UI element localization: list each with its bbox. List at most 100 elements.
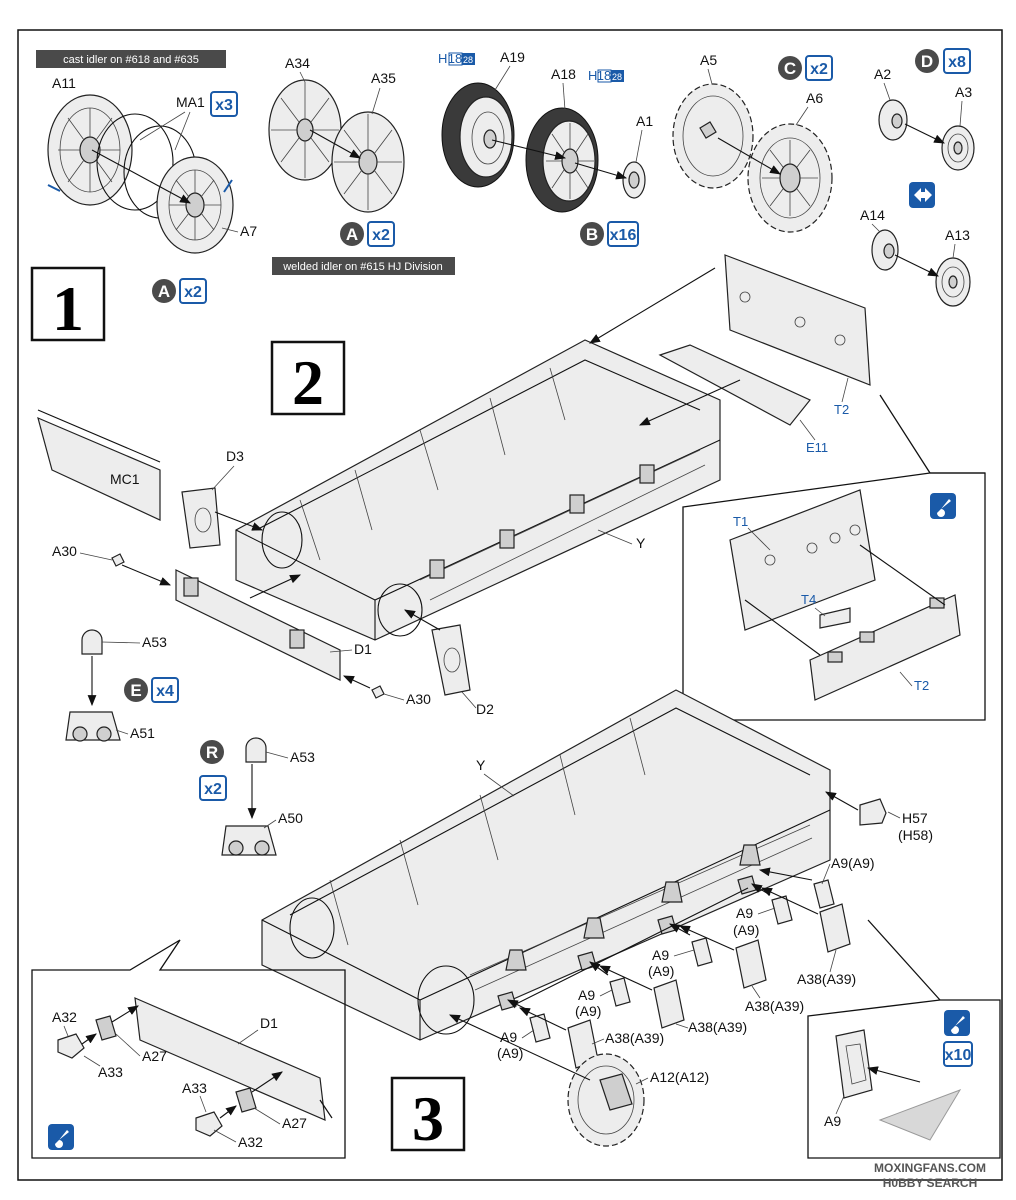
step-1-box: 1 — [30, 266, 106, 344]
part-a51 — [65, 711, 121, 742]
svg-text:x2: x2 — [810, 61, 828, 78]
label-a9-3a: A9 — [652, 947, 669, 963]
qty-a-cast: x2 — [179, 278, 207, 304]
label-a9-3b: (A9) — [648, 963, 674, 979]
label-a2: A2 — [874, 66, 891, 82]
part-a9-set — [529, 879, 835, 1043]
label-h57: H57 — [902, 810, 928, 826]
qty-r: x2 — [199, 775, 227, 801]
circle-a-cast: A — [152, 279, 176, 303]
part-d2 — [431, 624, 471, 696]
svg-text:18: 18 — [448, 51, 462, 66]
label-a9-5b: (A9) — [497, 1045, 523, 1061]
label-y-step3: Y — [476, 757, 486, 773]
label-a27-top: A27 — [142, 1048, 167, 1064]
label-a32-bottom: A32 — [238, 1134, 263, 1150]
detail-inset-step3-left — [31, 939, 346, 1159]
qty-c: x2 — [805, 55, 833, 81]
svg-text:3: 3 — [412, 1083, 444, 1154]
label-a38-4: A38(A39) — [605, 1030, 664, 1046]
label-ma1: MA1 — [176, 94, 205, 110]
svg-text:H0BBY SEARCH: H0BBY SEARCH — [883, 1176, 977, 1190]
welded-idler-assembly — [268, 79, 405, 213]
cast-idler-assembly — [47, 94, 234, 254]
part-t2-main — [724, 254, 871, 386]
label-a38-1: A38(A39) — [797, 971, 856, 987]
suspension-arms — [497, 844, 761, 1011]
label-a12: A12(A12) — [650, 1069, 709, 1085]
part-d3 — [181, 487, 221, 549]
svg-text:H: H — [438, 51, 447, 66]
svg-text:x2: x2 — [372, 227, 390, 244]
label-a33-bottom: A33 — [182, 1080, 207, 1096]
qty-ma1: x3 — [210, 91, 238, 117]
label-a9-detail: A9 — [824, 1113, 841, 1129]
label-t1: T1 — [733, 514, 748, 529]
svg-text:MOXINGFANS.COM: MOXINGFANS.COM — [874, 1161, 986, 1175]
svg-text:x3: x3 — [215, 97, 233, 114]
h-badge-a18: H 18 28 — [588, 68, 624, 83]
h-badge-a19: H 18 28 — [438, 51, 475, 66]
svg-text:A: A — [346, 225, 358, 244]
circle-a-welded: A — [340, 222, 364, 246]
label-a34: A34 — [285, 55, 310, 71]
circle-c: C — [778, 56, 802, 80]
label-a32-top: A32 — [52, 1009, 77, 1025]
svg-text:D: D — [921, 52, 933, 71]
svg-text:x2: x2 — [184, 284, 202, 301]
return-roller-a2-a3 — [878, 99, 975, 171]
label-a18: A18 — [551, 66, 576, 82]
step-2-box: 2 — [270, 340, 346, 418]
qty-a-welded: x2 — [367, 221, 395, 247]
svg-text:C: C — [784, 59, 796, 78]
label-d1-step2: D1 — [354, 641, 372, 657]
circle-b: B — [580, 222, 604, 246]
label-a51: A51 — [130, 725, 155, 741]
label-a38-2: A38(A39) — [745, 998, 804, 1014]
label-a38-3: A38(A39) — [688, 1019, 747, 1035]
label-a53-step2: A53 — [142, 634, 167, 650]
part-d1-step2 — [175, 569, 341, 681]
label-d3: D3 — [226, 448, 244, 464]
detail-inset-step3-right — [807, 919, 1001, 1159]
qty-a9-detail: x10 — [943, 1041, 973, 1067]
svg-text:x8: x8 — [948, 54, 966, 71]
label-e11: E11 — [806, 440, 828, 455]
part-e11 — [658, 344, 811, 426]
svg-text:x16: x16 — [610, 227, 637, 244]
part-mc1 — [37, 409, 161, 521]
sprocket-assembly — [672, 83, 833, 233]
svg-text:28: 28 — [612, 72, 622, 82]
hull-tub-step2 — [235, 339, 721, 641]
circle-e: E — [124, 678, 148, 702]
label-a53-step3: A53 — [290, 749, 315, 765]
detail-inset-step2 — [682, 394, 986, 721]
label-a9-2a: A9 — [736, 905, 753, 921]
label-d2: D2 — [476, 701, 494, 717]
circle-r: R — [200, 740, 224, 764]
part-a53-step2 — [81, 629, 103, 655]
part-a12 — [567, 1053, 645, 1147]
svg-text:E: E — [130, 681, 141, 700]
label-a11: A11 — [52, 75, 76, 91]
paper-plane-icon — [878, 1089, 962, 1141]
label-a9-2b: (A9) — [733, 922, 759, 938]
label-a50: A50 — [278, 810, 303, 826]
svg-text:1: 1 — [52, 273, 84, 344]
svg-text:18: 18 — [597, 68, 611, 83]
qty-d: x8 — [943, 48, 971, 74]
label-y-step2: Y — [636, 535, 646, 551]
label-a35: A35 — [371, 70, 396, 86]
label-a13: A13 — [945, 227, 970, 243]
svg-text:28: 28 — [463, 55, 473, 65]
label-a30-top: A30 — [52, 543, 77, 559]
svg-text:x4: x4 — [156, 683, 174, 700]
label-a6: A6 — [806, 90, 823, 106]
label-a14: A14 — [860, 207, 885, 223]
watermark: MOXINGFANS.COM H0BBY SEARCH — [874, 1089, 986, 1190]
part-a30-top — [111, 553, 125, 567]
part-h57 — [859, 798, 887, 826]
svg-text:x10: x10 — [945, 1047, 972, 1064]
alternate-direction-icon — [909, 182, 935, 208]
